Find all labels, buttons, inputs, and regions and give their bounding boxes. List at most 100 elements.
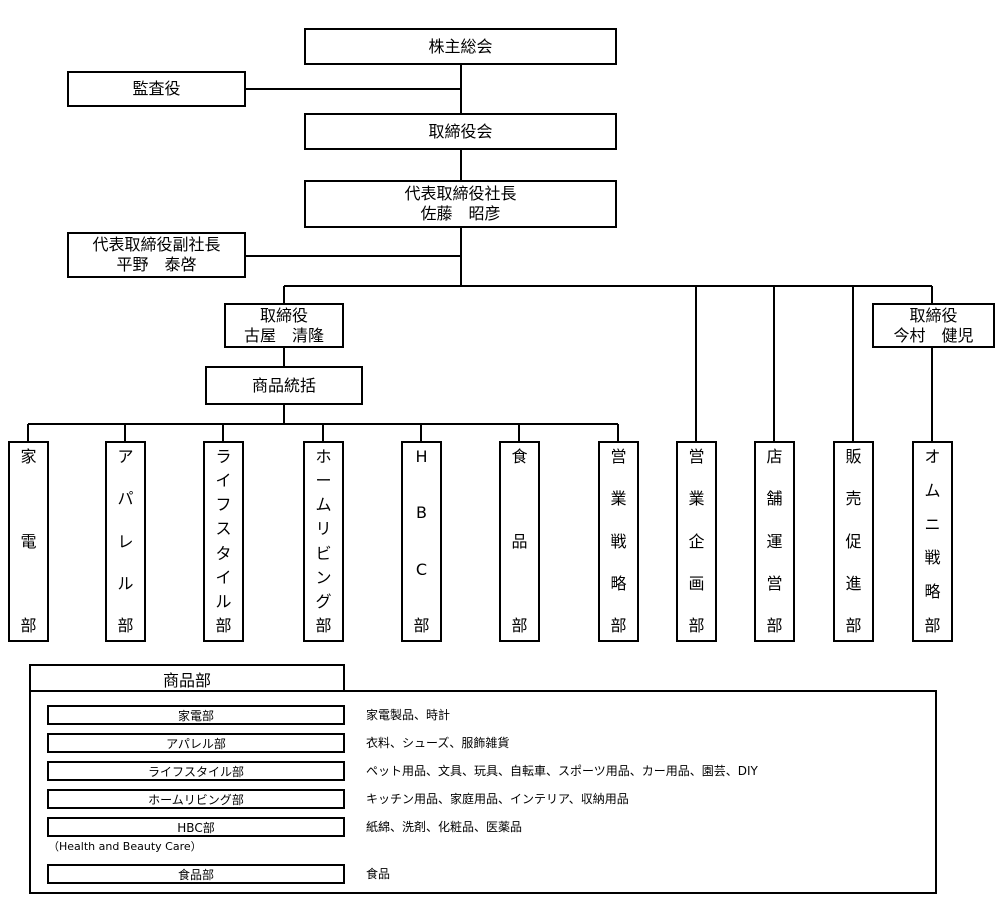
dept-char: レ	[117, 531, 134, 551]
dept-char: イ	[215, 471, 232, 491]
legend-desc-home-living: キッチン用品、家庭用品、インテリア、収納用品	[366, 792, 629, 806]
dept-char: ル	[215, 591, 232, 611]
dept-sales-planning-box: 営業企画部	[676, 441, 717, 642]
dept-char: ホ	[315, 447, 332, 466]
director-furuya-name: 古屋 清隆	[243, 325, 324, 345]
dept-char: B	[416, 503, 427, 523]
board-of-directors-box: 取締役会	[304, 113, 617, 150]
dept-char: 部	[413, 615, 430, 635]
legend-desc-apparel: 衣料、シューズ、服飾雑貨	[366, 736, 510, 750]
dept-char: 促	[845, 531, 862, 551]
merchandise-control-label: 商品統括	[251, 375, 316, 395]
director-furuya-title: 取締役	[259, 305, 308, 325]
dept-char: 部	[315, 615, 332, 635]
dept-store-operations-box: 店舗運営部	[754, 441, 795, 642]
dept-char: パ	[117, 489, 134, 509]
dept-char: 品	[511, 531, 528, 551]
dept-char: 企	[688, 531, 705, 551]
dept-char: ニ	[924, 514, 941, 534]
dept-char: H	[415, 447, 428, 466]
legend-label-apparel: アパレル部	[47, 733, 345, 753]
dept-char: イ	[215, 567, 232, 587]
legend-label-text: アパレル部	[166, 736, 226, 751]
dept-char: 食	[511, 447, 528, 466]
shareholders-meeting-label: 株主総会	[428, 36, 493, 56]
legend-label-appliances: 家電部	[47, 705, 345, 725]
dept-char: 戦	[610, 531, 627, 551]
merchandise-control-box: 商品統括	[205, 366, 363, 405]
director-imamura-box: 取締役 今村 健児	[872, 303, 995, 348]
dept-char: 進	[845, 573, 862, 593]
dept-char: 店	[766, 447, 783, 466]
dept-char: リ	[315, 519, 332, 539]
president-name: 佐藤 昭彦	[420, 204, 501, 223]
dept-char: 営	[688, 447, 705, 466]
dept-char: 部	[610, 616, 627, 635]
dept-char: 部	[511, 616, 528, 635]
legend-frame	[29, 690, 937, 894]
dept-char: 戦	[924, 548, 941, 568]
dept-char: グ	[315, 591, 332, 611]
dept-char: 売	[845, 489, 862, 509]
dept-home-living-box: ホームリビング部	[303, 441, 344, 642]
dept-char: ー	[315, 471, 332, 491]
dept-char: 画	[688, 573, 705, 593]
board-label: 取締役会	[428, 121, 493, 141]
dept-char: 舗	[766, 489, 783, 509]
auditor-label: 監査役	[132, 79, 181, 98]
dept-char: 業	[688, 489, 705, 509]
director-furuya-box: 取締役 古屋 清隆	[224, 303, 344, 348]
legend-title-tab: 商品部	[29, 664, 345, 692]
dept-char: オ	[924, 447, 941, 466]
dept-appliances-box: 家電部	[8, 441, 49, 642]
dept-char: 部	[215, 615, 232, 635]
legend-label-text: 家電部	[177, 708, 214, 723]
director-imamura-name: 今村 健児	[893, 325, 974, 345]
dept-sales-promotion-box: 販売促進部	[833, 441, 874, 642]
dept-omni-strategy-box: オムニ戦略部	[912, 441, 953, 642]
president-box: 代表取締役社長 佐藤 昭彦	[304, 180, 617, 228]
auditor-box: 監査役	[67, 71, 246, 107]
legend-label-text: HBC部	[177, 820, 215, 835]
dept-char: 運	[766, 531, 783, 551]
dept-char: 営	[766, 573, 783, 593]
dept-sales-strategy-box: 営業戦略部	[598, 441, 639, 642]
president-title: 代表取締役社長	[404, 184, 517, 203]
dept-char: 略	[610, 573, 627, 593]
legend-label-text: ホームリビング部	[148, 792, 244, 807]
dept-char: 電	[20, 531, 37, 551]
dept-char: C	[415, 559, 428, 579]
shareholders-meeting-box: 株主総会	[304, 28, 617, 65]
dept-char: 部	[924, 615, 941, 635]
dept-char: ラ	[215, 447, 232, 466]
dept-char: 営	[610, 447, 627, 466]
dept-lifestyle-box: ライフスタイル部	[203, 441, 244, 642]
legend-desc-appliances: 家電製品、時計	[366, 708, 451, 722]
legend-label-text: 食品部	[177, 867, 214, 882]
vice-president-title: 代表取締役副社長	[92, 235, 221, 254]
dept-char: ア	[117, 447, 134, 466]
vice-president-name: 平野 泰啓	[116, 255, 197, 274]
dept-char: 家	[20, 447, 37, 466]
legend-label-hbc: HBC部	[47, 817, 345, 837]
dept-char: 販	[845, 447, 862, 466]
legend-label-text: ライフスタイル部	[147, 764, 244, 779]
dept-char: 業	[610, 489, 627, 509]
dept-apparel-box: アパレル部	[105, 441, 146, 642]
legend-title: 商品部	[162, 671, 211, 690]
dept-char: 部	[20, 616, 37, 635]
dept-char: タ	[215, 543, 232, 563]
legend-label-food: 食品部	[47, 864, 345, 884]
dept-char: 略	[924, 582, 941, 602]
dept-char: 部	[688, 616, 705, 635]
legend-desc-food: 食品	[366, 867, 391, 881]
legend-hbc-note: （Health and Beauty Care）	[48, 840, 202, 853]
legend-label-home-living: ホームリビング部	[47, 789, 345, 809]
dept-char: ル	[117, 573, 134, 593]
dept-char: ビ	[315, 543, 332, 563]
director-imamura-title: 取締役	[909, 305, 958, 325]
dept-char: ス	[215, 519, 232, 539]
legend-desc-lifestyle: ペット用品、文具、玩具、自転車、スポーツ用品、カー用品、園芸、DIY	[366, 764, 758, 778]
dept-char: ム	[315, 495, 332, 515]
